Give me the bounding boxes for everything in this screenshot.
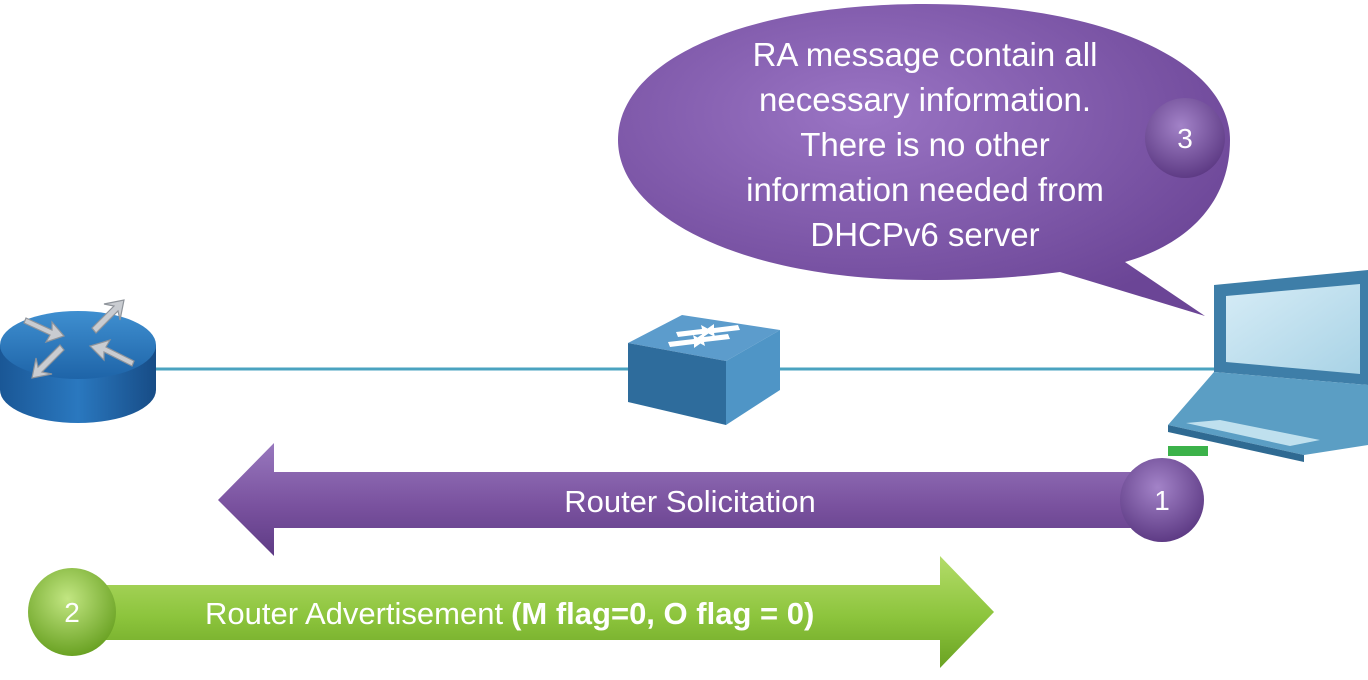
step-1-number: 1: [1154, 485, 1170, 516]
bubble-line: necessary information.: [759, 81, 1091, 118]
speech-bubble: [618, 4, 1230, 316]
step-2-badge: 2: [28, 568, 116, 656]
router-solicitation-arrow: Router Solicitation: [218, 443, 1150, 556]
router-advertisement-text: Router Advertisement(M flag=0, O flag = …: [205, 596, 814, 631]
bubble-line: RA message contain all: [752, 36, 1098, 73]
step-1-badge: 1: [1120, 458, 1204, 542]
bubble-line: There is no other: [800, 126, 1050, 163]
router-icon: [0, 299, 156, 423]
router-advertisement-arrow: [80, 556, 994, 668]
bubble-line: DHCPv6 server: [810, 216, 1040, 253]
router-advertisement-flags: (M flag=0, O flag = 0): [511, 596, 814, 631]
bubble-line: information needed from: [746, 171, 1104, 208]
laptop-icon: [1168, 270, 1368, 462]
router-advertisement-label: Router Advertisement: [205, 596, 503, 631]
step-2-number: 2: [64, 597, 80, 628]
router-solicitation-label: Router Solicitation: [564, 484, 816, 519]
switch-icon: [628, 315, 780, 425]
step-3-badge: 3: [1145, 98, 1225, 178]
step-3-number: 3: [1177, 123, 1193, 154]
bubble-message: RA message contain all necessary informa…: [690, 32, 1160, 257]
